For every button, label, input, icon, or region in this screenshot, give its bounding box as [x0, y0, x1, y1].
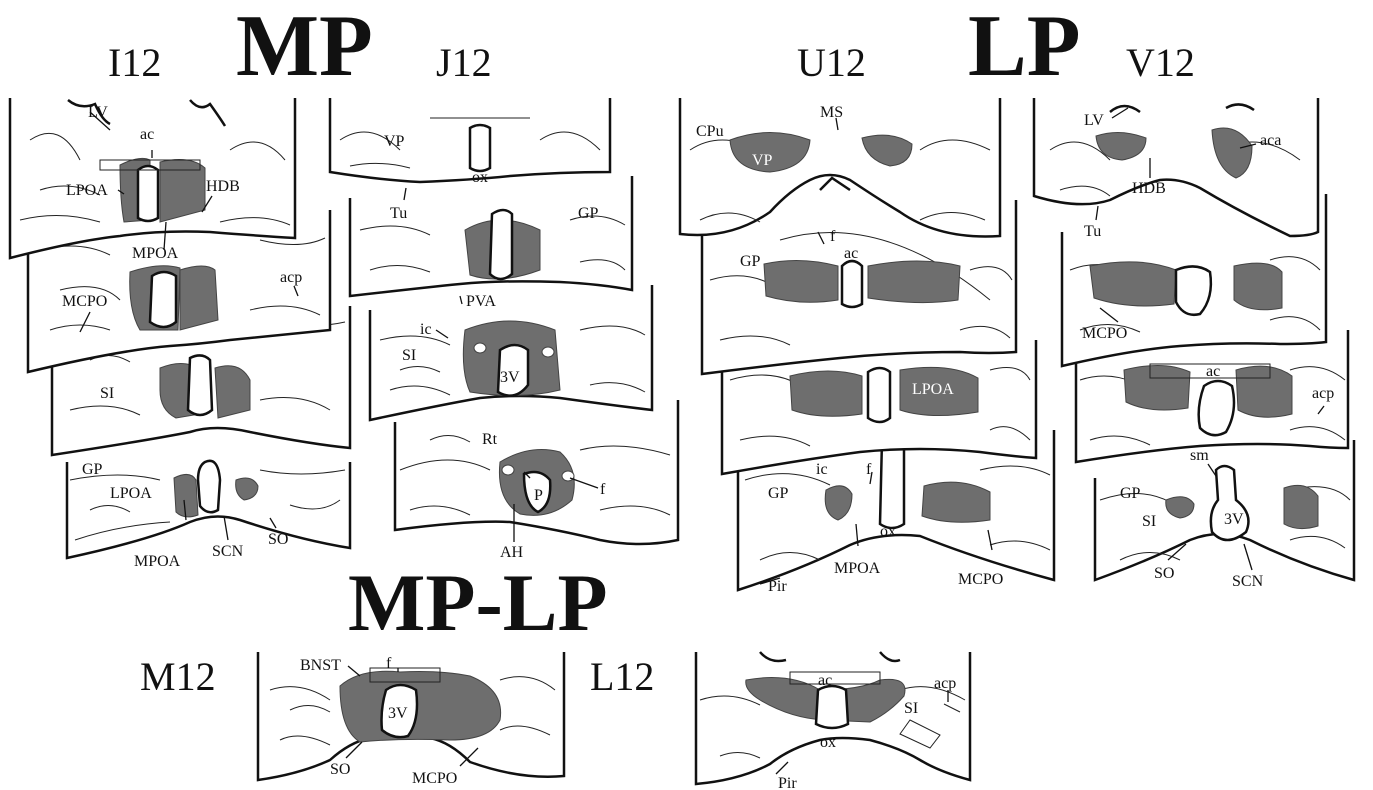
label-j12-si: SI — [402, 347, 416, 364]
label-m12-3v: 3V — [388, 705, 408, 722]
section-m12: BNST f 3V SO MCPO — [256, 652, 566, 787]
label-j12-ah: AH — [500, 544, 524, 561]
label-i12-ac: ac — [140, 126, 154, 143]
case-label-m12: M12 — [140, 654, 216, 699]
label-j12-gp: GP — [578, 205, 599, 222]
label-j12-vp: VP — [384, 133, 405, 150]
section-stack-j12: VP ox Tu GP PVA ic SI 3V Rt P f AH — [328, 98, 680, 561]
label-l12-acp: acp — [934, 675, 956, 692]
label-v12-hdb: HDB — [1132, 180, 1166, 197]
label-j12-rt: Rt — [482, 431, 498, 448]
label-v12-acp: acp — [1312, 385, 1334, 402]
label-v12-sm: sm — [1190, 447, 1209, 464]
label-v12-3v: 3V — [1224, 511, 1244, 528]
group-title-mp: MP — [236, 0, 373, 95]
label-j12-3v: 3V — [500, 369, 520, 386]
label-j12-f: f — [600, 481, 606, 498]
label-v12-mcpo: MCPO — [1082, 325, 1127, 342]
section-i12-2 — [26, 210, 332, 374]
label-j12-ic: ic — [420, 321, 432, 338]
section-stack-v12: LV aca HDB Tu MCPO ac acp sm GP SI 3V SO… — [1032, 98, 1356, 590]
label-i12-so: SO — [268, 531, 288, 548]
label-u12-ox: ox — [880, 523, 896, 540]
label-i12-si: SI — [100, 385, 114, 402]
label-i12-mpoa-bottom: MPOA — [134, 553, 181, 570]
label-v12-ac: ac — [1206, 363, 1220, 380]
label-u12-ic: ic — [816, 461, 828, 478]
section-v12-1 — [1032, 98, 1320, 238]
section-u12-3 — [720, 340, 1038, 476]
label-j12-tu: Tu — [390, 205, 407, 222]
label-v12-lv: LV — [1084, 112, 1104, 129]
label-m12-mcpo: MCPO — [412, 770, 457, 787]
section-j12-2 — [348, 176, 634, 298]
label-u12-mcpo: MCPO — [958, 571, 1003, 588]
group-title-mp-lp: MP-LP — [348, 557, 608, 648]
label-j12-p: P — [534, 487, 543, 504]
label-m12-bnst: BNST — [300, 657, 341, 674]
label-i12-mpoa-top: MPOA — [132, 245, 179, 262]
section-i12-4 — [65, 459, 352, 560]
label-m12-f: f — [386, 655, 392, 672]
label-i12-lv: LV — [88, 104, 108, 121]
section-u12-1 — [678, 98, 1002, 238]
label-u12-ms: MS — [820, 104, 843, 121]
label-i12-lpoa-top: LPOA — [66, 182, 108, 199]
label-l12-si: SI — [904, 700, 918, 717]
section-stack-u12: CPu MS VP f GP ac LPOA ic f GP ox MPOA M… — [678, 98, 1056, 595]
label-m12-so: SO — [330, 761, 350, 778]
case-label-v12: V12 — [1126, 40, 1195, 85]
label-i12-lpoa-bottom: LPOA — [110, 485, 152, 502]
label-i12-gp: GP — [82, 461, 103, 478]
label-u12-vp: VP — [752, 152, 773, 169]
section-j12-1 — [328, 98, 612, 184]
label-v12-scn: SCN — [1232, 573, 1264, 590]
label-u12-gp-top: GP — [740, 253, 761, 270]
label-j12-ox: ox — [472, 169, 488, 186]
section-stack-i12: LV ac LPOA HDB MPOA acp MCPO SI GP LPOA … — [8, 98, 352, 570]
case-label-u12: U12 — [797, 40, 866, 85]
section-l12: ac acp SI ox Pir — [694, 651, 972, 790]
label-u12-pir: Pir — [768, 578, 787, 595]
section-u12-4 — [736, 430, 1056, 592]
label-v12-so: SO — [1154, 565, 1174, 582]
label-l12-ox: ox — [820, 734, 836, 751]
group-title-lp: LP — [968, 0, 1080, 95]
label-u12-mpoa: MPOA — [834, 560, 881, 577]
label-u12-cpu: CPu — [696, 123, 724, 140]
section-j12-4 — [393, 400, 680, 546]
section-u12-2 — [700, 200, 1018, 376]
section-v12-4 — [1093, 440, 1356, 582]
label-i12-hdb: HDB — [206, 178, 240, 195]
section-j12-3 — [368, 285, 654, 422]
label-j12-pva: PVA — [466, 293, 496, 310]
label-i12-scn: SCN — [212, 543, 244, 560]
section-v12-3 — [1074, 330, 1350, 464]
case-label-j12: J12 — [436, 40, 492, 85]
label-u12-f-top: f — [830, 228, 836, 245]
case-label-l12: L12 — [590, 654, 654, 699]
label-u12-ac: ac — [844, 245, 858, 262]
label-v12-gp: GP — [1120, 485, 1141, 502]
label-u12-f-bottom: f — [866, 461, 872, 478]
label-v12-aca: aca — [1260, 132, 1281, 149]
label-u12-lpoa: LPOA — [912, 381, 954, 398]
case-label-i12: I12 — [108, 40, 161, 85]
section-i12-1 — [8, 98, 297, 260]
label-i12-acp: acp — [280, 269, 302, 286]
label-v12-tu: Tu — [1084, 223, 1101, 240]
label-l12-pir: Pir — [778, 775, 797, 790]
label-v12-si: SI — [1142, 513, 1156, 530]
label-u12-gp-bottom: GP — [768, 485, 789, 502]
section-v12-2 — [1060, 194, 1328, 368]
label-l12-ac: ac — [818, 672, 832, 689]
label-i12-mcpo: MCPO — [62, 293, 107, 310]
